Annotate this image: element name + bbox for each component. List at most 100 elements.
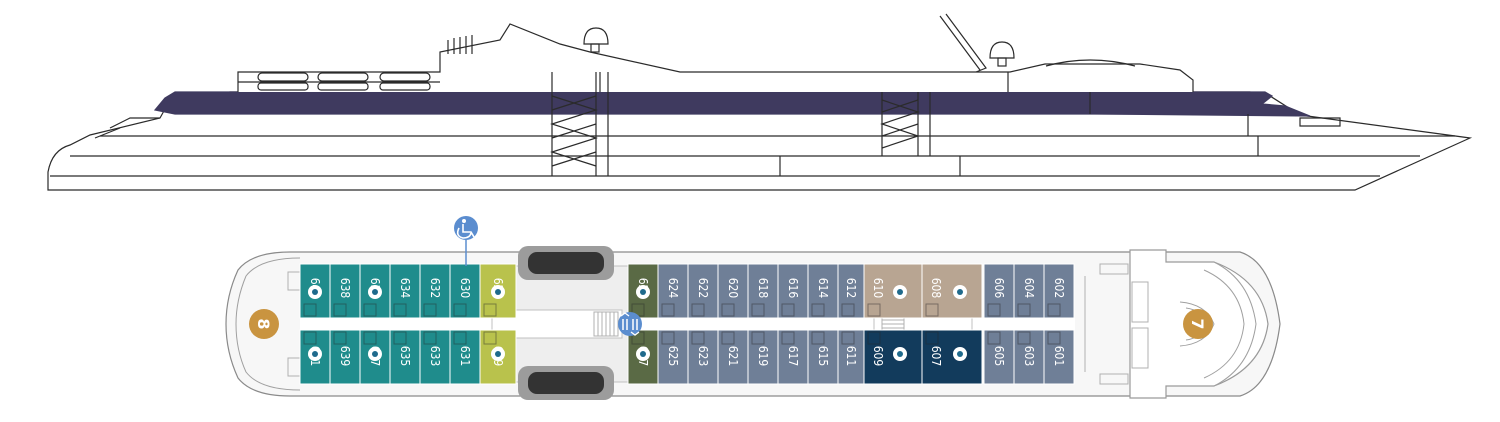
deck-line (1299, 117, 1341, 127)
bathroom-outline (691, 331, 705, 345)
staircase-icon (593, 311, 619, 337)
cabin-616[interactable]: 616 (777, 263, 809, 319)
cabin-number: 620 (726, 278, 740, 299)
sofa-bed-icon (491, 285, 505, 299)
cabin-638[interactable]: 638 (329, 263, 361, 319)
bathroom-outline (423, 331, 437, 345)
cabin-number: 611 (844, 346, 858, 367)
cabin-602[interactable]: 602 (1043, 263, 1075, 319)
deck-badge-aft-label: 8 (254, 318, 273, 329)
bathroom-outline (781, 303, 795, 317)
cabin-637[interactable]: 637 (359, 329, 391, 385)
cabin-number: 632 (428, 278, 442, 299)
cabin-622[interactable]: 622 (687, 263, 719, 319)
cabin-630[interactable]: 630 (449, 263, 481, 319)
cabin-611[interactable]: 611 (837, 329, 865, 385)
cabin-608[interactable]: 608 (921, 263, 983, 319)
cabin-635[interactable]: 635 (389, 329, 421, 385)
cabin-number: 603 (1022, 346, 1036, 367)
cabin-639[interactable]: 639 (329, 329, 361, 385)
cabin-607[interactable]: 607 (921, 329, 983, 385)
cabin-number: 615 (816, 346, 830, 367)
cabin-603[interactable]: 603 (1013, 329, 1045, 385)
bathroom-outline (1017, 303, 1031, 317)
cabin-625[interactable]: 625 (657, 329, 689, 385)
cabin-box (359, 329, 391, 385)
cabin-box (983, 263, 1015, 319)
cabin-number: 624 (666, 278, 680, 299)
deck-badge-fwd: 7 (1183, 309, 1213, 339)
cabin-box (807, 263, 839, 319)
bathroom-outline (1017, 331, 1031, 345)
cabin-number: 634 (398, 278, 412, 299)
cabin-624[interactable]: 624 (657, 263, 689, 319)
bathroom-outline (721, 303, 735, 317)
bathroom-outline (925, 331, 939, 345)
bathroom-outline (1047, 331, 1061, 345)
cabin-631[interactable]: 631 (449, 329, 481, 385)
sofa-bed-icon (308, 347, 322, 361)
cabin-610[interactable]: 610 (863, 263, 923, 319)
cabin-number: 633 (428, 346, 442, 367)
cabin-box (747, 329, 779, 385)
bathroom-outline (867, 331, 881, 345)
lifeboat (257, 82, 309, 91)
bathroom-outline (363, 303, 377, 317)
tender-boat (518, 366, 614, 400)
cabin-634[interactable]: 634 (389, 263, 421, 319)
cabin-615[interactable]: 615 (807, 329, 839, 385)
wheelchair-icon (454, 216, 478, 266)
cabin-620[interactable]: 620 (717, 263, 749, 319)
cabin-618[interactable]: 618 (747, 263, 779, 319)
cabin-617[interactable]: 617 (777, 329, 809, 385)
cabin-626[interactable]: 626 (627, 263, 659, 319)
cabin-612[interactable]: 612 (837, 263, 865, 319)
cabin-box (717, 263, 749, 319)
cabin-box (329, 263, 361, 319)
cabin-609[interactable]: 609 (863, 329, 923, 385)
cabin-632[interactable]: 632 (419, 263, 451, 319)
cabin-605[interactable]: 605 (983, 329, 1015, 385)
cabin-621[interactable]: 621 (717, 329, 749, 385)
cabin-box (389, 329, 421, 385)
cabin-629[interactable]: 629 (479, 329, 517, 385)
cabin-box (863, 329, 923, 385)
cabin-606[interactable]: 606 (983, 263, 1015, 319)
bathroom-outline (333, 303, 347, 317)
cabin-623[interactable]: 623 (687, 329, 719, 385)
cabin-604[interactable]: 604 (1013, 263, 1045, 319)
bathroom-outline (867, 303, 881, 317)
cabin-box (419, 263, 451, 319)
cabin-number: 622 (696, 278, 710, 299)
cabin-layer: 6406386366346326306286266246226206186166… (299, 263, 1075, 385)
cabin-number: 631 (458, 346, 472, 367)
cabin-601[interactable]: 601 (1043, 329, 1075, 385)
mast (939, 13, 987, 73)
bathroom-outline (925, 303, 939, 317)
cabin-628[interactable]: 628 (479, 263, 517, 319)
fore-deck-line (1203, 269, 1245, 379)
cabin-box (921, 263, 983, 319)
sofa-bed-icon (491, 347, 505, 361)
sofa-bed-icon (368, 285, 382, 299)
bathroom-outline (751, 331, 765, 345)
cabin-number: 606 (992, 278, 1006, 299)
cabin-640[interactable]: 640 (299, 263, 331, 319)
cabin-number: 635 (398, 346, 412, 367)
bathroom-outline (303, 331, 317, 345)
stair-tower (550, 72, 609, 176)
cabin-614[interactable]: 614 (807, 263, 839, 319)
sofa-bed-icon (636, 347, 650, 361)
cabin-627[interactable]: 627 (627, 329, 659, 385)
sofa-bed-icon (893, 285, 907, 299)
cabin-number: 607 (929, 346, 943, 367)
lifeboat (379, 72, 431, 82)
roof-dome (1045, 59, 1136, 67)
cabin-636[interactable]: 636 (359, 263, 391, 319)
cabin-number: 623 (696, 346, 710, 367)
cabin-641[interactable]: 641 (299, 329, 331, 385)
cabin-619[interactable]: 619 (747, 329, 779, 385)
cabin-633[interactable]: 633 (419, 329, 451, 385)
cabin-box (419, 329, 451, 385)
